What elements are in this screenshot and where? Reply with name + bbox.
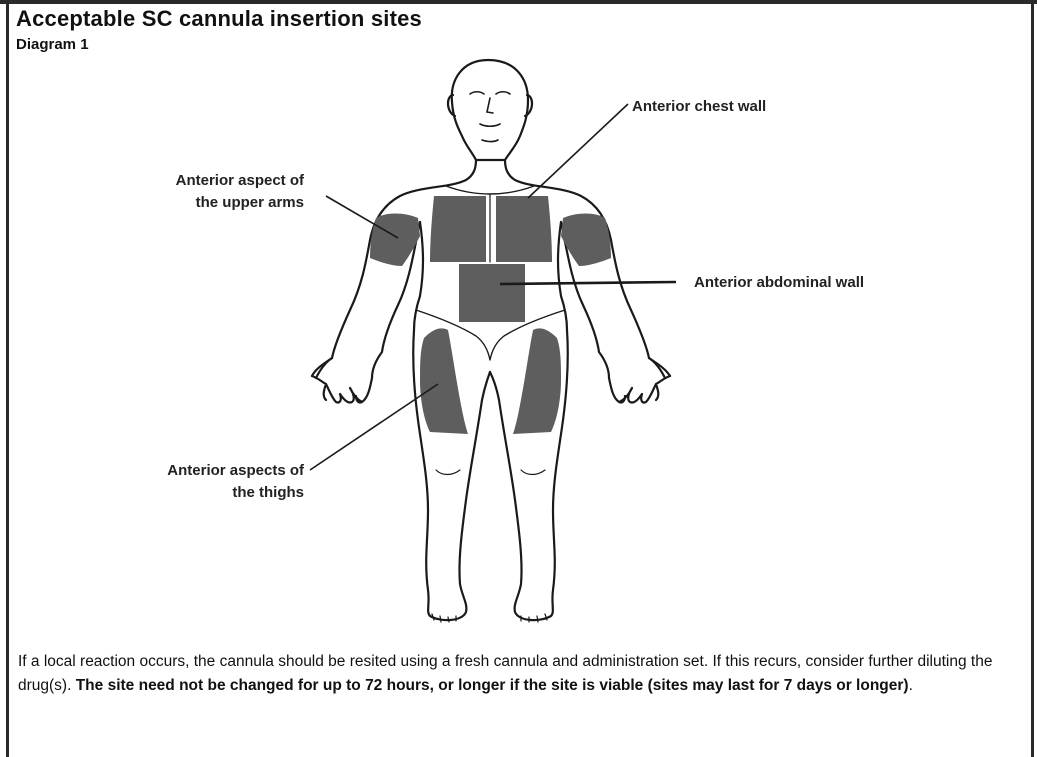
label-abdominal-wall: Anterior abdominal wall [694, 272, 864, 294]
label-chest-wall: Anterior chest wall [632, 96, 766, 118]
label-upper-arms-line1: Anterior aspect of [104, 170, 304, 192]
region-right-thigh [513, 328, 561, 434]
head-outline [452, 60, 528, 160]
label-thighs: Anterior aspects of the thighs [94, 460, 304, 504]
left-knee [436, 470, 460, 475]
left-eye [470, 92, 484, 94]
collarbone [446, 186, 534, 194]
instruction-bold-text: The site need not be changed for up to 7… [76, 677, 909, 694]
leader-chest [528, 104, 628, 198]
instruction-paragraph: If a local reaction occurs, the cannula … [18, 650, 1018, 698]
chin-line [482, 140, 498, 142]
label-thighs-line2: the thighs [94, 482, 304, 504]
right-body-outline [505, 160, 670, 376]
region-right-chest [496, 196, 552, 262]
region-abdomen [459, 264, 525, 322]
region-left-chest [430, 196, 486, 262]
instruction-end: . [909, 677, 913, 694]
mouth [480, 124, 500, 126]
nose [487, 98, 493, 113]
leader-abdomen [500, 282, 676, 284]
right-knee [521, 470, 545, 475]
right-eye [496, 92, 510, 94]
label-thighs-line1: Anterior aspects of [94, 460, 304, 482]
left-body-outline [312, 160, 476, 376]
label-upper-arms: Anterior aspect of the upper arms [104, 170, 304, 214]
label-upper-arms-line2: the upper arms [104, 192, 304, 214]
body-diagram [0, 0, 1037, 640]
right-hand [609, 358, 670, 403]
region-left-thigh [420, 328, 468, 434]
